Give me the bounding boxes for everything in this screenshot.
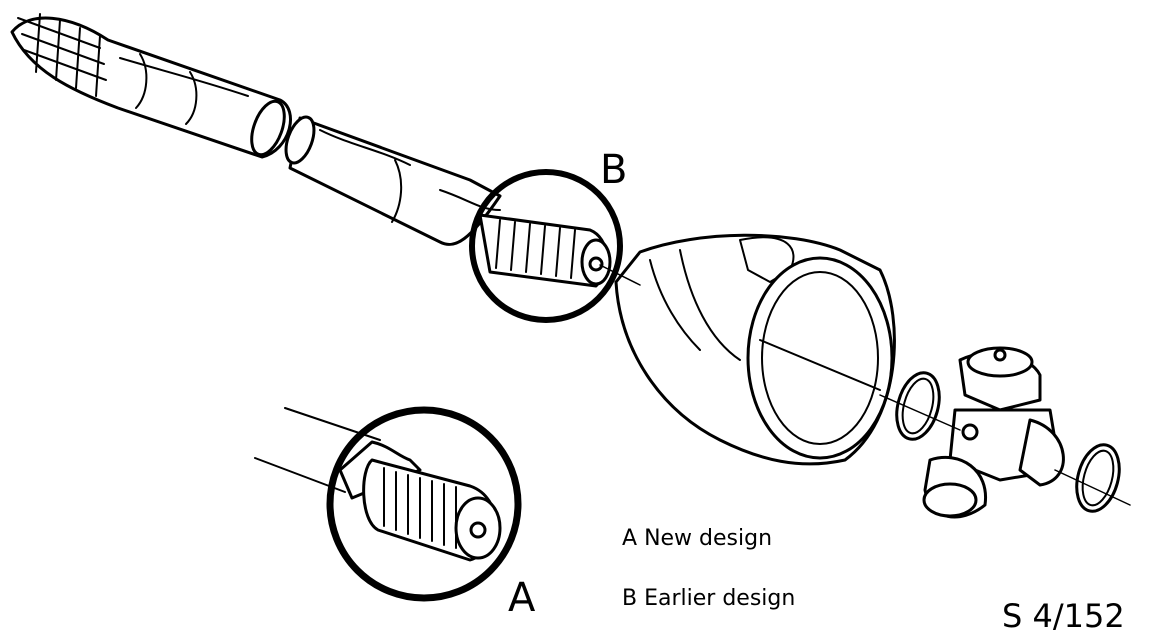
detail-circle-a — [254, 406, 522, 602]
legend-text: New design — [644, 526, 773, 551]
legend-item-a: A New design — [622, 528, 772, 550]
legend-letter: A — [622, 526, 638, 551]
drive-shaft-upper — [10, 13, 292, 159]
detail-circle-b — [469, 169, 623, 323]
cv-boot-housing — [614, 233, 896, 466]
legend-text: Earlier design — [644, 586, 796, 611]
legend-letter: B — [622, 586, 638, 611]
callout-b: B — [600, 147, 628, 193]
drive-shaft-lower — [284, 115, 502, 247]
figure-reference: S 4/152 — [1002, 597, 1125, 635]
assembly-axis-line — [599, 264, 1131, 506]
legend-item-b: B Earlier design — [622, 588, 795, 610]
circlip-right — [1075, 443, 1121, 513]
circlip-left — [895, 371, 941, 441]
tripod-joint — [922, 346, 1065, 519]
callout-a: A — [508, 575, 536, 621]
